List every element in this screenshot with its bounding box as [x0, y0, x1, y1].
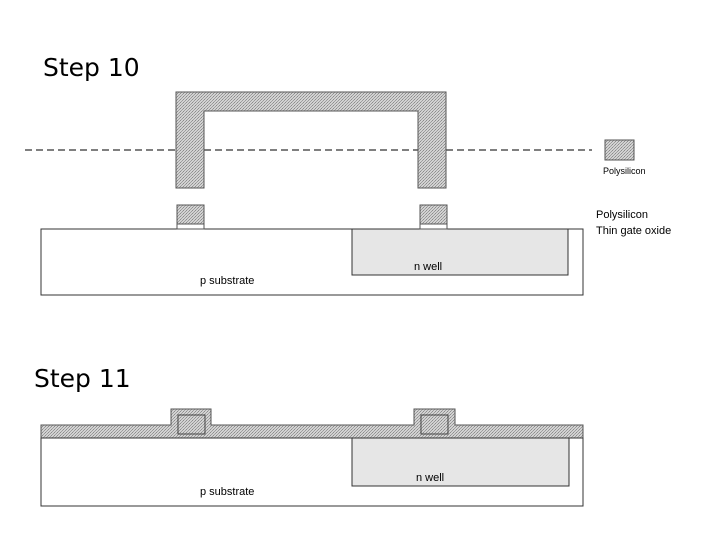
- step-10-diagram: p substrate n well Polysilicon Polysilic…: [25, 91, 671, 296]
- legend-layer-thin-gate-oxide: Thin gate oxide: [596, 225, 671, 237]
- step-11-left-gate-polysilicon: [177, 414, 206, 435]
- step-10-title: Step 10: [43, 53, 140, 82]
- legend-layer-polysilicon: Polysilicon: [596, 209, 648, 221]
- step-11-diagram: p substrate n well: [40, 408, 584, 507]
- step-10-left-gate-oxide: [176, 223, 205, 230]
- step-10-p-substrate-label: p substrate: [200, 275, 254, 287]
- step-11-conformal-layer: [40, 408, 584, 439]
- step-11-title: Step 11: [34, 364, 131, 393]
- step-11-n-well-label: n well: [416, 472, 444, 484]
- step-10-right-gate-polysilicon: [419, 204, 448, 225]
- step-10-n-well-label: n well: [414, 261, 442, 273]
- legend-polysilicon-swatch: [604, 139, 635, 161]
- step-10-polysilicon-mask: [175, 91, 447, 189]
- step-11-n-well: [351, 437, 570, 487]
- step-10-n-well: [351, 228, 569, 276]
- step-11-p-substrate-label: p substrate: [200, 486, 254, 498]
- legend-polysilicon-swatch-label: Polysilicon: [603, 166, 646, 176]
- step-10-right-gate-oxide: [419, 223, 448, 230]
- legend: Polysilicon Polysilicon Thin gate oxide: [596, 139, 671, 237]
- step-11-right-gate-polysilicon: [420, 414, 449, 435]
- step-10-left-gate-polysilicon: [176, 204, 205, 225]
